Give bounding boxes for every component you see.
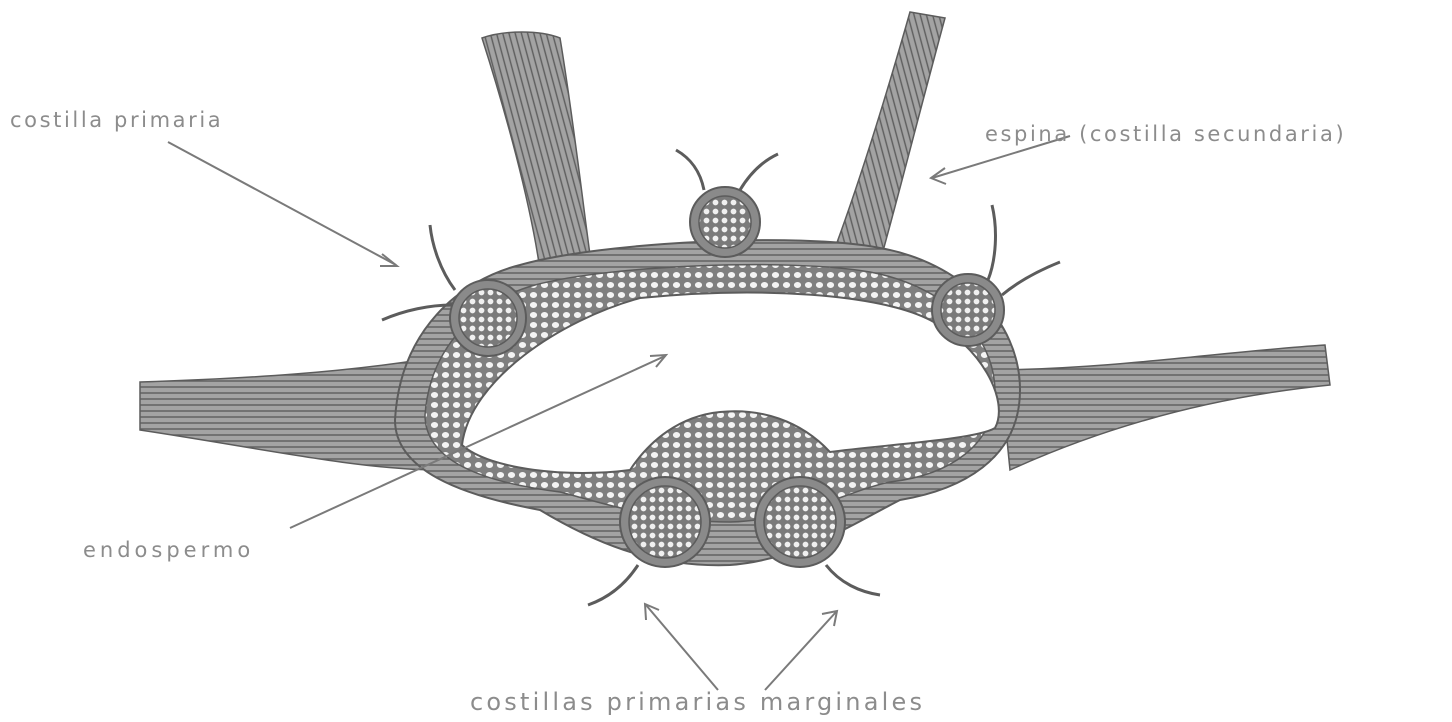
arrow-marginal-left [646,605,718,690]
right-spine [835,12,945,262]
label-espina: espina (costilla secundaria) [985,122,1346,146]
right-wing [1000,345,1330,470]
left-spine [482,32,590,270]
label-costillas-marginales: costillas primarias marginales [470,688,925,716]
arrow-primary-rib [168,142,396,265]
arrow-marginal-right [765,612,836,690]
label-costilla-primaria: costilla primaria [10,108,223,132]
label-endospermo: endospermo [83,538,254,562]
